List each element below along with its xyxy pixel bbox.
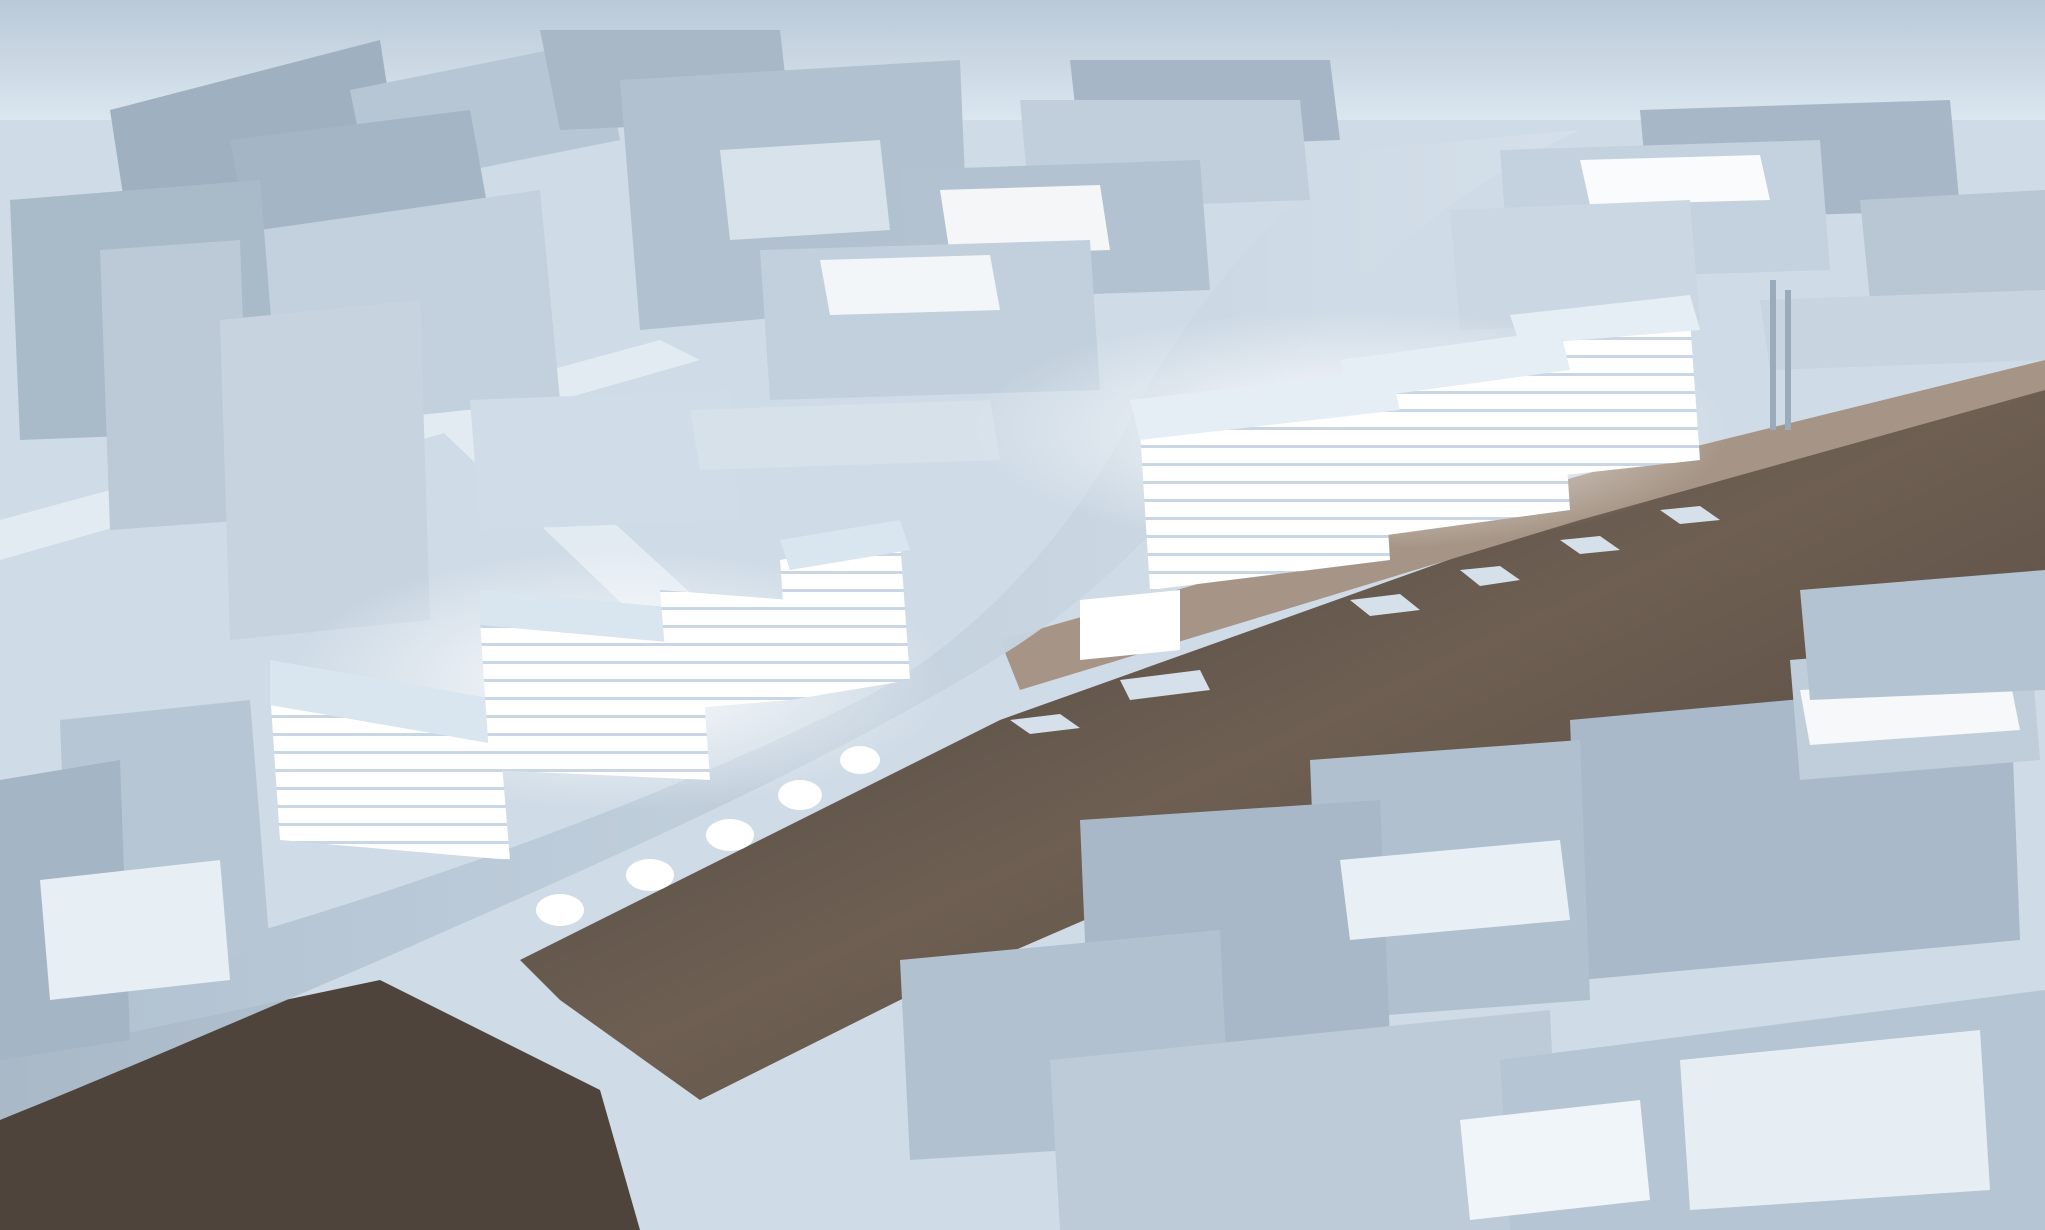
piers <box>1010 506 1720 734</box>
blocks-right-back <box>1450 100 2045 370</box>
blocks-left-front <box>0 700 270 1060</box>
blocks-right-front <box>900 570 2045 1230</box>
river <box>520 380 2045 1100</box>
chimneys <box>1770 280 1791 430</box>
blocks-middle <box>470 60 1340 530</box>
lit-buildings <box>270 295 1730 860</box>
